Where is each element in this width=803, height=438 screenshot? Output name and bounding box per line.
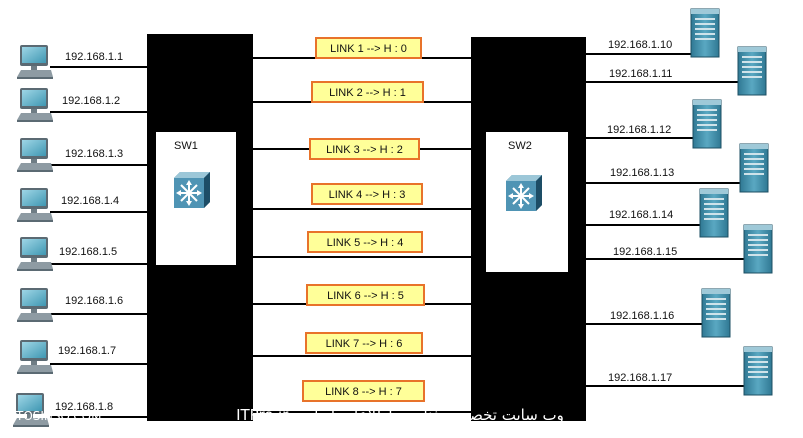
pc-host[interactable]: 192.168.1.7: [17, 340, 116, 374]
pc-host[interactable]: 192.168.1.5: [17, 237, 117, 271]
link-label-text: LINK 7 --> H : 6: [326, 338, 403, 350]
server-ip-label: 192.168.1.12: [607, 124, 671, 136]
server-host[interactable]: 192.168.1.13: [610, 143, 769, 193]
link-label-box: [311, 81, 424, 103]
server-icon: [743, 346, 773, 396]
link-label: LINK 6 --> H : 5: [306, 284, 425, 306]
link-label-box: [311, 183, 423, 205]
link-label-box: [302, 380, 425, 402]
link-labels: LINK 1 --> H : 0 LINK 2 --> H : 1 LINK 3 -…: [302, 37, 425, 402]
server-ip-label: 192.168.1.13: [610, 167, 674, 179]
link-label: LINK 5 --> H : 4: [307, 231, 423, 253]
pc-icon: [17, 188, 53, 222]
host-ip-label: 192.168.1.6: [65, 295, 123, 307]
host-ip-label: 192.168.1.7: [58, 345, 116, 357]
watermark: TOSINSO.COM وب سایت تخصصی فناوری اطلاعات…: [15, 406, 564, 424]
server-host[interactable]: 192.168.1.11: [609, 46, 767, 96]
switch-label: SW1: [174, 140, 198, 152]
link-label-box: [306, 284, 425, 306]
server-host[interactable]: 192.168.1.14: [609, 188, 729, 238]
multilayer-switch-icon: [173, 171, 211, 209]
host-ip-label: 192.168.1.8: [55, 401, 113, 413]
server-icon: [699, 188, 729, 238]
link-label-box: [315, 37, 422, 59]
pc-host[interactable]: 192.168.1.2: [17, 88, 120, 122]
watermark-caption: وب سایت تخصصی فناوری اطلاعات ایران - ITP…: [236, 406, 564, 424]
link-label-box: [309, 138, 420, 160]
link-label: LINK 7 --> H : 6: [305, 332, 423, 354]
link-label: LINK 3 --> H : 2: [309, 138, 420, 160]
server-ip-label: 192.168.1.11: [609, 68, 672, 80]
pc-icon: [17, 340, 53, 374]
host-cables: [50, 66, 147, 418]
server-icon: [739, 143, 769, 193]
pc-host[interactable]: 192.168.1.6: [17, 288, 123, 322]
link-label-text: LINK 3 --> H : 2: [326, 144, 403, 156]
left-hosts: 192.168.1.1 192.168.1.2 192.168.1.3 192.168…: [13, 45, 123, 427]
link-label-text: LINK 2 --> H : 1: [329, 87, 406, 99]
pc-host[interactable]: 192.168.1.8: [13, 393, 113, 427]
link-label: LINK 2 --> H : 1: [311, 81, 424, 103]
server-host[interactable]: 192.168.1.10: [608, 8, 720, 58]
link-label-box: [307, 231, 423, 253]
server-ip-label: 192.168.1.15: [613, 246, 677, 258]
server-host[interactable]: 192.168.1.17: [608, 346, 773, 396]
link-label: LINK 1 --> H : 0: [315, 37, 422, 59]
server-ip-label: 192.168.1.14: [609, 209, 673, 221]
server-icon: [690, 8, 720, 58]
pc-icon: [17, 288, 53, 322]
server-icon: [743, 224, 773, 274]
host-ip-label: 192.168.1.4: [61, 195, 119, 207]
link-label-text: LINK 1 --> H : 0: [330, 43, 407, 55]
pc-icon: [17, 237, 53, 271]
server-icon: [737, 46, 767, 96]
server-ip-label: 192.168.1.10: [608, 39, 672, 51]
pc-host[interactable]: 192.168.1.3: [17, 138, 123, 172]
link-label-text: LINK 6 --> H : 5: [327, 290, 404, 302]
host-ip-label: 192.168.1.1: [65, 51, 123, 63]
server-host[interactable]: 192.168.1.12: [607, 99, 722, 149]
server-host[interactable]: 192.168.1.15: [613, 224, 773, 274]
server-icon: [701, 288, 731, 338]
server-ip-label: 192.168.1.16: [610, 310, 674, 322]
right-servers: 192.168.1.10 192.168.1.11 192.168.1.12 192.…: [607, 8, 773, 396]
link-label-box: [305, 332, 423, 354]
link-label: LINK 4 --> H : 3: [311, 183, 423, 205]
switch-sw2[interactable]: SW2: [471, 37, 586, 421]
link-label-text: LINK 5 --> H : 4: [327, 237, 404, 249]
switch-sw1[interactable]: SW1: [147, 34, 253, 421]
pc-host[interactable]: 192.168.1.4: [17, 188, 119, 222]
pc-icon: [17, 138, 53, 172]
server-cables: [586, 53, 744, 387]
host-ip-label: 192.168.1.2: [62, 95, 120, 107]
host-ip-label: 192.168.1.3: [65, 148, 123, 160]
pc-icon: [17, 45, 53, 79]
link-label: LINK 8 --> H : 7: [302, 380, 425, 402]
switch-label: SW2: [508, 140, 532, 152]
server-icon: [692, 99, 722, 149]
link-label-text: LINK 4 --> H : 3: [329, 189, 406, 201]
watermark-site: TOSINSO.COM: [15, 409, 101, 423]
server-host[interactable]: 192.168.1.16: [610, 288, 731, 338]
host-ip-label: 192.168.1.5: [59, 246, 117, 258]
pc-host[interactable]: 192.168.1.1: [17, 45, 123, 79]
server-ip-label: 192.168.1.17: [608, 372, 672, 384]
pc-icon: [17, 88, 53, 122]
multilayer-switch-icon: [505, 174, 543, 212]
link-label-text: LINK 8 --> H : 7: [325, 386, 402, 398]
